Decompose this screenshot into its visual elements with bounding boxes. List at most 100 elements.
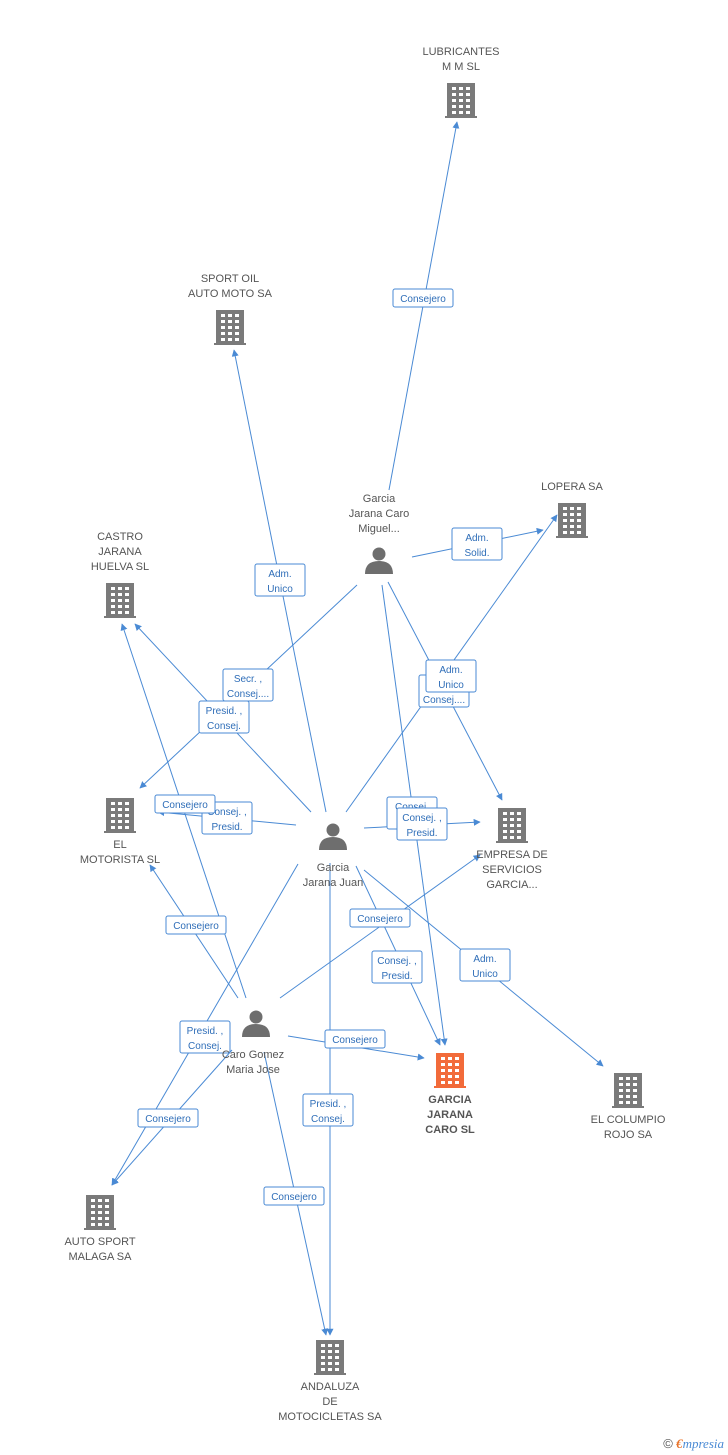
node-label: Caro Gomez <box>222 1049 284 1061</box>
edge-label-text: Consejero <box>173 921 219 932</box>
edge-label-text: Adm. <box>268 569 291 580</box>
building-shape <box>556 503 588 538</box>
node-label: SPORT OIL <box>201 273 259 285</box>
node-label: AUTO MOTO SA <box>188 288 273 300</box>
company-node-columpio[interactable]: EL COLUMPIO ROJO SA <box>591 1073 666 1141</box>
edge-label-text: Presid. , <box>310 1099 347 1110</box>
edge-label-text: Consej. <box>207 721 241 732</box>
edge-label-juan-to-garcia_sl[interactable]: Consej. ,Presid. <box>371 950 423 984</box>
node-label: GARCIA... <box>486 879 537 891</box>
edge-label-text: Consej.... <box>423 695 465 706</box>
node-label: EL <box>113 839 126 851</box>
node-label: Miguel... <box>358 523 400 535</box>
edge-label-text: Consejero <box>271 1192 317 1203</box>
building-icon <box>84 1195 116 1230</box>
company-node-garcia_sl[interactable]: GARCIA JARANA CARO SL <box>425 1053 475 1136</box>
node-label: ROJO SA <box>604 1129 653 1141</box>
edge-label-text: Consejero <box>162 800 208 811</box>
edge-label-text: Consej. , <box>377 956 416 967</box>
edge-label-mariajose-to-castro[interactable]: Consejero <box>154 794 216 814</box>
edge-label-box <box>302 1093 354 1127</box>
edge-label-text: Consejero <box>332 1035 378 1046</box>
brand-footer[interactable]: © €mpresia <box>663 1436 724 1452</box>
edge-label-juan-to-autosport[interactable]: Presid. ,Consej. <box>179 1020 231 1054</box>
building-icon <box>434 1053 466 1088</box>
edge-label-text: Consej.... <box>227 689 269 700</box>
edge-label-text: Adm. <box>439 665 462 676</box>
node-label: JARANA <box>427 1109 473 1121</box>
node-label: HUELVA SL <box>91 561 149 573</box>
node-label: ANDALUZA <box>301 1381 360 1393</box>
edge-label-mariajose-to-autosport[interactable]: Consejero <box>137 1108 199 1128</box>
edge-label-box <box>254 563 306 597</box>
edge-label-juan-to-lopera[interactable]: Adm.Unico <box>425 659 477 693</box>
edge-label-juan-to-andaluza[interactable]: Presid. ,Consej. <box>302 1093 354 1127</box>
edge-label-text: Consej. , <box>207 807 246 818</box>
edge-label-box <box>154 794 216 814</box>
node-label: Jarana Juan <box>303 877 364 889</box>
node-label: LOPERA SA <box>541 481 603 493</box>
building-icon <box>214 310 246 345</box>
person-icon <box>319 823 347 850</box>
node-label: DE <box>322 1396 337 1408</box>
company-node-motorista[interactable]: EL MOTORISTA SL <box>80 798 160 866</box>
building-shape <box>84 1195 116 1230</box>
edge-label-juan-to-castro[interactable]: Presid. , Consej. <box>198 700 250 734</box>
edge-label-text: Solid. <box>464 548 489 559</box>
edge-label-text: Secr. , <box>234 674 262 685</box>
node-label: MOTORISTA SL <box>80 854 160 866</box>
edge-label-miguel-to-lubricantes[interactable]: Consejero <box>392 288 454 308</box>
edge-label-mariajose-to-andaluza[interactable]: Consejero <box>263 1186 325 1206</box>
node-label: Maria Jose <box>226 1064 280 1076</box>
node-label: M M SL <box>442 61 480 73</box>
edge-label-mariajose-to-motorista[interactable]: Consejero <box>165 915 227 935</box>
brand-logo-initial: € <box>676 1436 683 1451</box>
edge-label-box <box>198 700 250 734</box>
edge-label-text: Consejero <box>145 1114 191 1125</box>
company-node-lopera[interactable]: LOPERA SA <box>541 481 604 538</box>
edge-label-mariajose-to-garcia_sl[interactable]: Consejero <box>324 1029 386 1049</box>
edge-label-miguel-to-lopera[interactable]: Adm.Solid. <box>451 527 503 561</box>
edge-label-box <box>459 948 511 982</box>
edge-label-text: Presid. , <box>206 706 243 717</box>
edge-label-box <box>263 1186 325 1206</box>
node-label: EL COLUMPIO <box>591 1114 666 1126</box>
node-label: CARO SL <box>425 1124 475 1136</box>
edge-label-juan-to-empresa[interactable]: Consej. , Presid. <box>396 807 448 841</box>
node-label: CASTRO <box>97 531 143 543</box>
edge-label-miguel-to-motorista[interactable]: Secr. , Consej.... <box>222 668 274 702</box>
edge-label-text: Adm. <box>473 954 496 965</box>
company-node-andaluza[interactable]: ANDALUZA DE MOTOCICLETAS SA <box>278 1340 382 1423</box>
edge-label-text: Consej. , <box>402 813 441 824</box>
node-label: SERVICIOS <box>482 864 542 876</box>
copyright-icon: © <box>663 1436 673 1451</box>
edge-label-box <box>371 950 423 984</box>
building-icon <box>556 503 588 538</box>
edge-label-juan-to-sportoil[interactable]: Adm.Unico <box>254 563 306 597</box>
node-label: MOTOCICLETAS SA <box>278 1411 382 1423</box>
node-label: AUTO SPORT <box>64 1236 135 1248</box>
brand-logo-text: mpresia <box>682 1436 724 1451</box>
person-body <box>365 561 393 574</box>
company-node-sportoil[interactable]: SPORT OIL AUTO MOTO SA <box>188 273 273 345</box>
building-shape <box>104 798 136 833</box>
node-label: GARCIA <box>428 1094 471 1106</box>
building-icon <box>612 1073 644 1108</box>
edge-label-mariajose-to-empresa[interactable]: Consejero <box>349 908 411 928</box>
edge-label-juan-to-columpio[interactable]: Adm.Unico <box>459 948 511 982</box>
edge-label-text: Consej. <box>188 1041 222 1052</box>
building-shape <box>104 583 136 618</box>
edges-layer <box>111 121 604 1336</box>
edge-label-text: Presid. <box>406 828 437 839</box>
edge-label-box <box>137 1108 199 1128</box>
company-node-empresa[interactable]: EMPRESA DESERVICIOSGARCIA... <box>476 808 548 891</box>
